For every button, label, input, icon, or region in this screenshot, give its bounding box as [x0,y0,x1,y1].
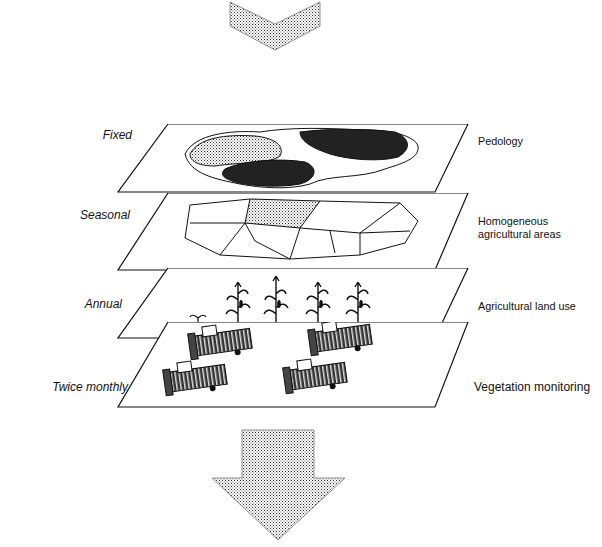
map-layer: Twice monthly Vegetation monitoring [0,322,602,407]
layer-plane [0,322,602,408]
soil-region [185,128,418,187]
layer-illustration [180,276,392,323]
harvester [187,322,253,362]
update-frequency: Annual [85,297,122,311]
update-frequency: Fixed [103,128,132,142]
layer-name: Agricultural land use [478,300,600,313]
harvester [282,354,348,395]
layer-name: Homogeneous agricultural areas [478,215,600,241]
plane-outline [118,124,468,192]
area-boundary [245,223,290,259]
corn-cob [319,300,323,308]
area-boundary [290,228,300,259]
map-layer: SeasonalHomogeneous agricultural areas [0,193,602,270]
input-arrow [230,2,320,50]
layer-plane [0,124,602,193]
harvester [307,322,373,358]
layer-name: Vegetation monitoring [474,380,596,394]
plane-outline [118,322,468,407]
layer-name: Pedology [478,135,600,148]
corn-plant [264,276,288,323]
output-arrow [212,430,345,540]
layer-illustration [162,322,373,398]
plane-outline [118,193,468,270]
corn-cob [359,300,363,308]
area-boundary [360,233,361,255]
area-boundary [360,231,410,233]
update-frequency: Seasonal [80,208,130,222]
update-frequency: Twice monthly [52,380,128,394]
corn-plant [306,282,330,323]
corn-plant [226,282,250,323]
soil-region [222,160,314,186]
area-boundary [185,199,418,259]
area-boundary [220,199,250,255]
layer-illustration [185,199,418,259]
area-boundary [245,201,320,228]
area-boundary [330,231,335,253]
area-fill [245,199,320,228]
corn-plant [346,282,370,323]
area-boundary [190,223,245,224]
corn-cob [239,300,243,308]
layer-illustration [185,128,418,187]
area-boundary [300,203,400,233]
map-layer: FixedPedology [0,124,602,192]
soil-region [300,129,407,159]
corn-cob [277,300,281,308]
harvester [162,356,228,397]
